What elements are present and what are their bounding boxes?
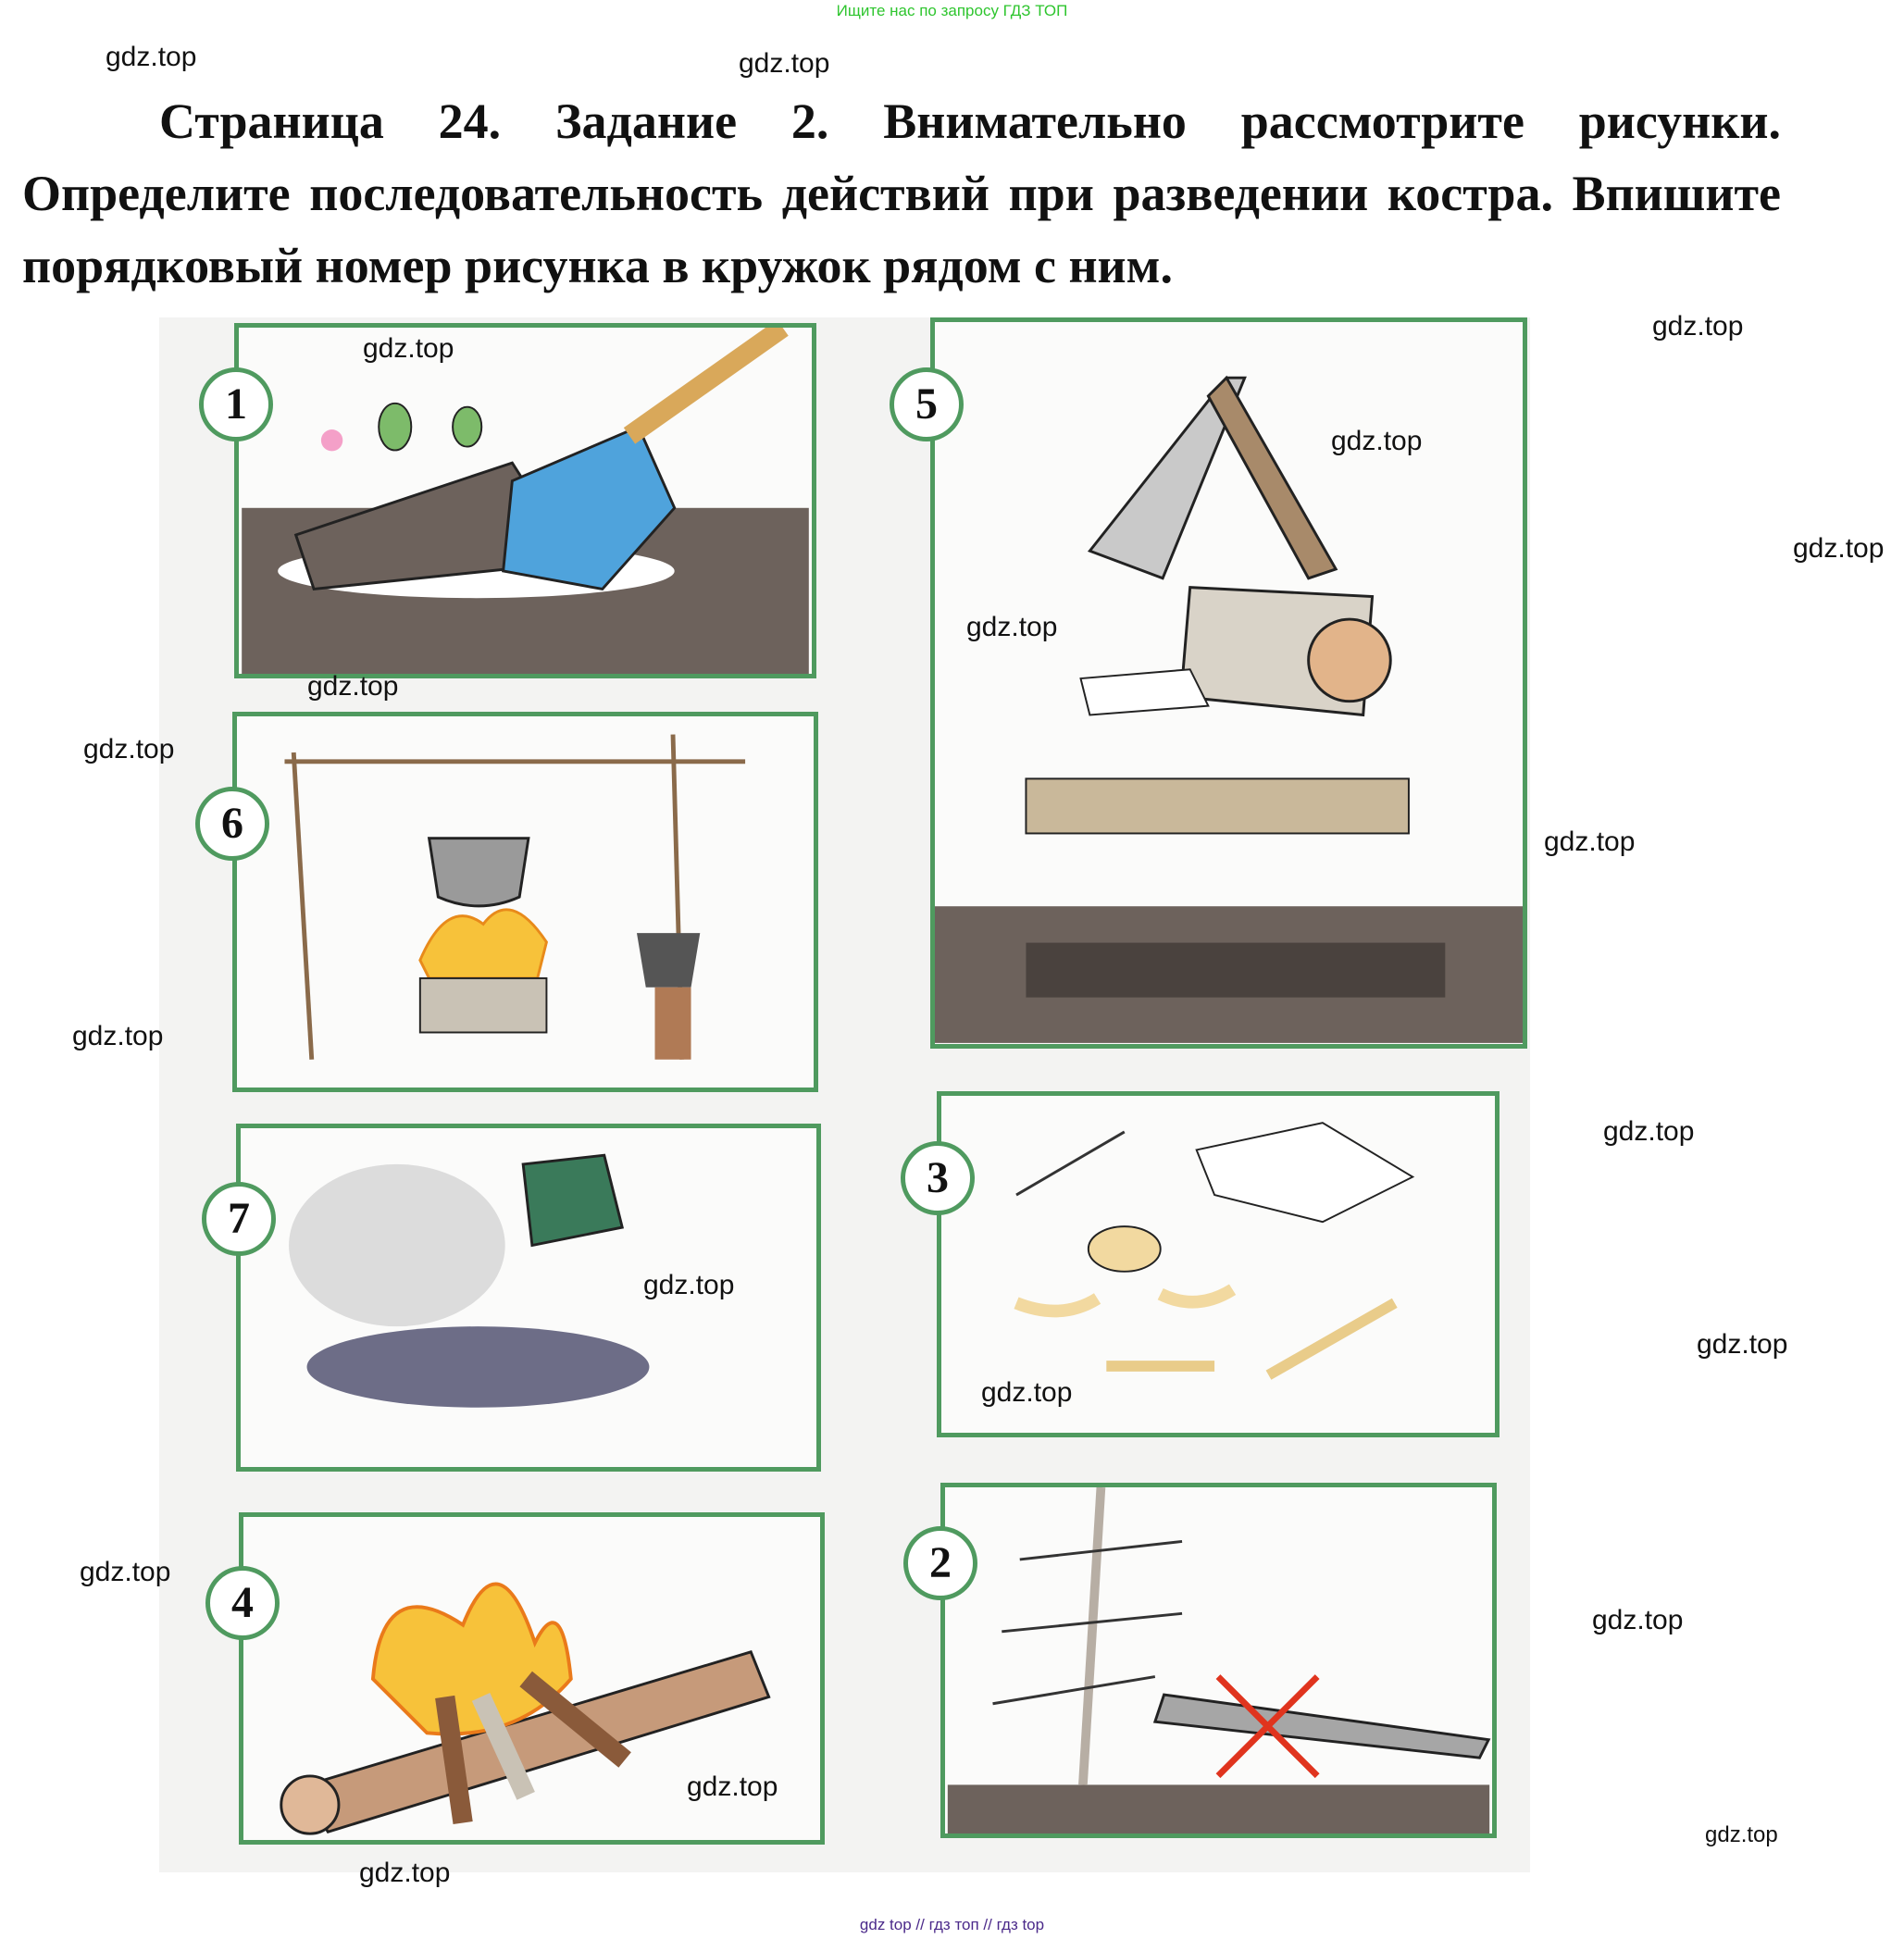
watermark: gdz.top	[363, 333, 454, 364]
extinguished-fire-illustration	[289, 1153, 650, 1408]
tinder-illustration	[1014, 1122, 1415, 1380]
step-number-circle[interactable]: 4	[205, 1566, 280, 1640]
task-title: Страница 24. Задание 2. Внимательно расс…	[22, 93, 1781, 293]
watermark: gdz.top	[1331, 426, 1423, 456]
fire-laying-layers-illustration	[935, 375, 1523, 1043]
watermark: gdz.top	[981, 1377, 1073, 1408]
watermark: gdz.top	[1793, 533, 1885, 564]
top-banner[interactable]: Ищите нас по запросу ГДЗ ТОП	[836, 2, 1068, 19]
step-number-circle[interactable]: 7	[202, 1182, 276, 1256]
watermark: gdz.top	[1705, 1822, 1778, 1847]
dead-wood-illustration	[947, 1487, 1491, 1833]
panel-pot-over-fire	[232, 712, 818, 1092]
watermark: gdz.top	[307, 671, 399, 702]
campfire-on-log-illustration	[280, 1582, 771, 1835]
step-number-circle[interactable]: 6	[195, 787, 269, 861]
watermark: gdz.top	[1592, 1605, 1684, 1635]
watermark: gdz.top	[1544, 827, 1636, 857]
panel-campfire-on-log	[239, 1512, 825, 1845]
bottom-banner[interactable]: gdz top // гдз топ // гдз top	[859, 1916, 1045, 1933]
watermark: gdz.top	[106, 42, 197, 72]
panel-tinder	[937, 1091, 1500, 1437]
step-number-circle[interactable]: 3	[901, 1141, 975, 1215]
panel-fire-laying-layers	[930, 317, 1527, 1049]
panel-extinguished-fire	[236, 1124, 821, 1472]
watermark: gdz.top	[83, 734, 175, 764]
watermark: gdz.top	[1603, 1116, 1695, 1147]
pot-over-fire-illustration	[284, 734, 746, 1060]
watermark: gdz.top	[80, 1557, 171, 1587]
panel-digging-turf	[234, 323, 816, 678]
step-number-circle[interactable]: 1	[199, 367, 273, 441]
watermark: gdz.top	[72, 1021, 164, 1051]
watermark: gdz.top	[687, 1771, 778, 1802]
digging-turf-illustration	[242, 328, 809, 674]
watermark: gdz.top	[359, 1858, 451, 1888]
step-number-circle[interactable]: 5	[890, 367, 964, 441]
step-number-circle[interactable]: 2	[903, 1526, 977, 1600]
watermark: gdz.top	[966, 612, 1058, 642]
watermark: gdz.top	[643, 1270, 735, 1300]
watermark: gdz.top	[1697, 1329, 1788, 1360]
watermark: gdz.top	[739, 48, 830, 79]
watermark: gdz.top	[1652, 311, 1744, 342]
panel-dead-wood	[940, 1483, 1497, 1838]
